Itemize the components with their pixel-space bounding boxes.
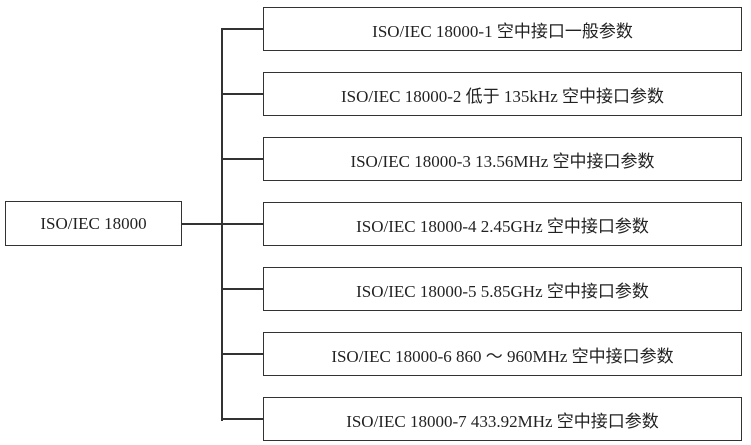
trunk-connector — [181, 223, 223, 225]
branch-connector — [221, 158, 264, 160]
child-label: ISO/IEC 18000-6 860 ～ 960MHz 空中接口参数 — [331, 346, 674, 366]
branch-connector — [221, 418, 264, 420]
child-node-5: ISO/IEC 18000-5 5.85GHz 空中接口参数 — [263, 267, 742, 311]
branch-connector — [221, 93, 264, 95]
child-label: ISO/IEC 18000-3 13.56MHz 空中接口参数 — [350, 151, 655, 171]
child-label: ISO/IEC 18000-1 空中接口一般参数 — [372, 21, 633, 41]
child-label: ISO/IEC 18000-5 5.85GHz 空中接口参数 — [356, 281, 649, 301]
branch-connector — [221, 353, 264, 355]
child-label: ISO/IEC 18000-4 2.45GHz 空中接口参数 — [356, 216, 649, 236]
branch-connector — [221, 28, 264, 30]
branch-connector — [221, 223, 264, 225]
child-node-4: ISO/IEC 18000-4 2.45GHz 空中接口参数 — [263, 202, 742, 246]
child-node-1: ISO/IEC 18000-1 空中接口一般参数 — [263, 7, 742, 51]
child-node-3: ISO/IEC 18000-3 13.56MHz 空中接口参数 — [263, 137, 742, 181]
child-node-7: ISO/IEC 18000-7 433.92MHz 空中接口参数 — [263, 397, 742, 441]
root-label: ISO/IEC 18000 — [40, 213, 147, 233]
child-node-6: ISO/IEC 18000-6 860 ～ 960MHz 空中接口参数 — [263, 332, 742, 376]
root-node: ISO/IEC 18000 — [5, 201, 182, 246]
branch-connector — [221, 288, 264, 290]
child-label: ISO/IEC 18000-7 433.92MHz 空中接口参数 — [346, 411, 659, 431]
child-label: ISO/IEC 18000-2 低于 135kHz 空中接口参数 — [341, 86, 664, 106]
child-node-2: ISO/IEC 18000-2 低于 135kHz 空中接口参数 — [263, 72, 742, 116]
